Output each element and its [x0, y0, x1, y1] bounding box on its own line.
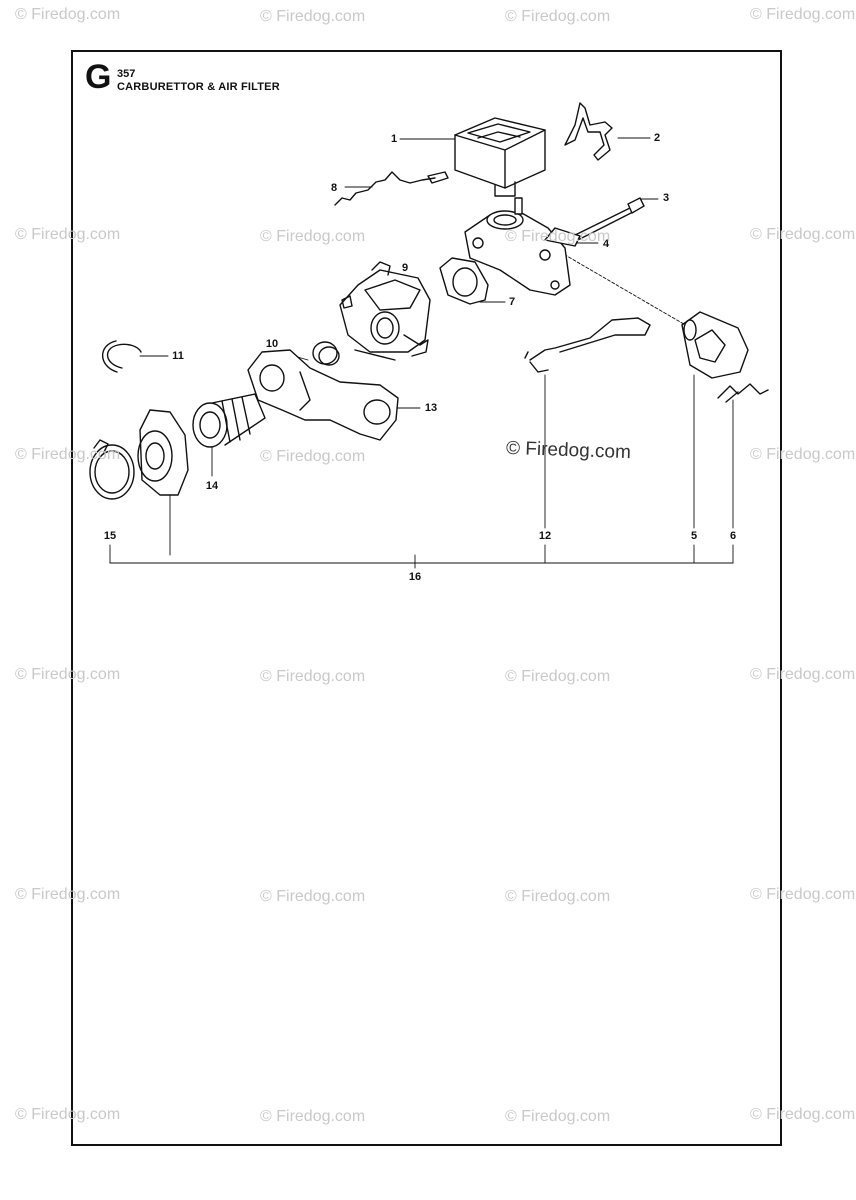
watermark: © Firedog.com: [750, 1106, 856, 1123]
watermark: © Firedog.com: [15, 226, 121, 243]
hose-clamp: [89, 439, 135, 500]
watermark: © Firedog.com: [15, 446, 121, 463]
circlip: [101, 340, 142, 373]
intake-flange: [247, 349, 399, 441]
watermark: © Firedog.com: [15, 1106, 121, 1123]
center-watermark: © Firedog.com: [505, 437, 632, 464]
model-number: 357: [117, 68, 136, 80]
section-letter: G: [85, 58, 112, 96]
watermark: © Firedog.com: [260, 448, 366, 465]
callout-9: 9: [400, 262, 410, 274]
watermark: © Firedog.com: [260, 888, 366, 905]
watermark: © Firedog.com: [505, 8, 611, 25]
callout-16: 16: [407, 571, 423, 583]
callout-15: 15: [102, 530, 118, 542]
watermark: © Firedog.com: [260, 668, 366, 685]
watermark: © Firedog.com: [750, 666, 856, 683]
watermark: © Firedog.com: [505, 888, 611, 905]
carburettor: [339, 261, 431, 361]
watermark: © Firedog.com: [15, 6, 121, 23]
callout-10: 10: [264, 338, 280, 350]
intake-shroud: [137, 409, 189, 496]
gasket: [439, 257, 489, 305]
choke-wire: [334, 171, 449, 206]
carb-adapter: [464, 197, 581, 296]
watermark: © Firedog.com: [15, 886, 121, 903]
choke-lever: [524, 317, 651, 373]
callout-1: 1: [389, 133, 399, 145]
spring-clip: [564, 102, 613, 161]
watermark: © Firedog.com: [260, 8, 366, 25]
watermark: © Firedog.com: [750, 6, 856, 23]
air-filter: [454, 117, 546, 197]
intake-ring: [312, 341, 340, 366]
watermark: © Firedog.com: [260, 228, 366, 245]
callout-4: 4: [601, 238, 611, 250]
callout-8: 8: [329, 182, 339, 194]
callout-2: 2: [652, 132, 662, 144]
watermark: © Firedog.com: [260, 1108, 366, 1125]
callout-11: 11: [171, 350, 185, 362]
watermark: © Firedog.com: [750, 446, 856, 463]
page-frame: [71, 50, 782, 1146]
filter-holder: [681, 311, 749, 379]
leader-lines: [109, 137, 734, 569]
watermark: © Firedog.com: [750, 886, 856, 903]
callout-7: 7: [507, 296, 517, 308]
spring: [717, 383, 769, 403]
callout-3: 3: [661, 192, 671, 204]
callout-14: 14: [204, 480, 220, 492]
intake-bellow: [192, 393, 266, 448]
watermark: © Firedog.com: [15, 666, 121, 683]
callout-13: 13: [423, 402, 439, 414]
callout-5: 5: [689, 530, 699, 542]
callout-12: 12: [537, 530, 553, 542]
section-title: CARBURETTOR & AIR FILTER: [117, 81, 280, 93]
watermark: © Firedog.com: [750, 226, 856, 243]
watermark: © Firedog.com: [505, 668, 611, 685]
watermark: © Firedog.com: [505, 1108, 611, 1125]
watermark: © Firedog.com: [505, 228, 611, 245]
callout-6: 6: [728, 530, 738, 542]
